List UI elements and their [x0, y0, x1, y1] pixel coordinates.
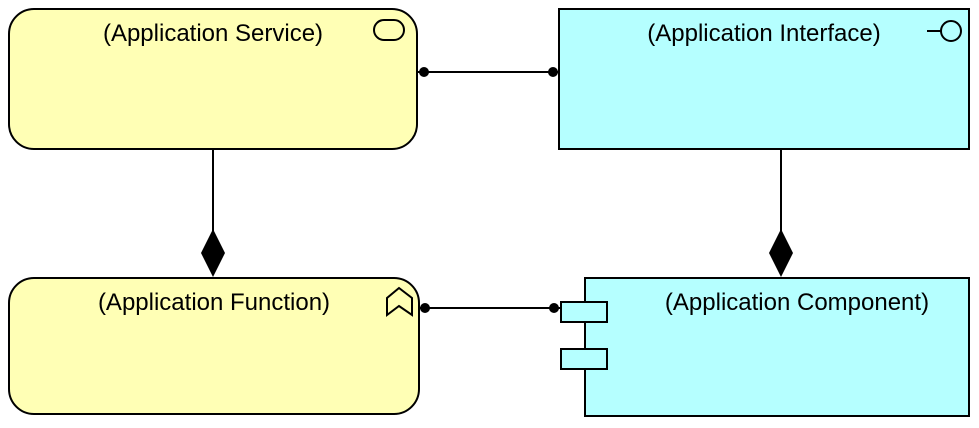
function-chevron-icon — [386, 286, 413, 317]
application-component-label: (Application Component) — [664, 289, 930, 316]
component-port-bottom-icon — [560, 348, 608, 370]
application-interface-label: (Application Interface) — [647, 20, 881, 47]
node-application-interface[interactable]: (Application Interface) — [558, 8, 970, 150]
interface-lollipop-icon — [927, 20, 962, 42]
relationship-service-to-function-composition[interactable] — [201, 150, 225, 277]
node-application-service[interactable]: (Application Service) — [8, 8, 418, 150]
application-function-label: (Application Function) — [97, 289, 331, 316]
component-port-top-icon — [560, 301, 608, 323]
service-icon — [373, 19, 405, 41]
application-service-label: (Application Service) — [102, 20, 324, 47]
relationship-service-to-interface-assignment[interactable] — [418, 67, 558, 77]
filled-diamond-icon — [769, 229, 793, 277]
node-application-function[interactable]: (Application Function) — [8, 277, 420, 415]
relationship-function-to-component-assignment[interactable] — [420, 303, 560, 313]
node-application-component[interactable]: (Application Component) — [560, 277, 970, 417]
relationship-interface-to-component-composition[interactable] — [769, 150, 793, 277]
filled-diamond-icon — [201, 229, 225, 277]
